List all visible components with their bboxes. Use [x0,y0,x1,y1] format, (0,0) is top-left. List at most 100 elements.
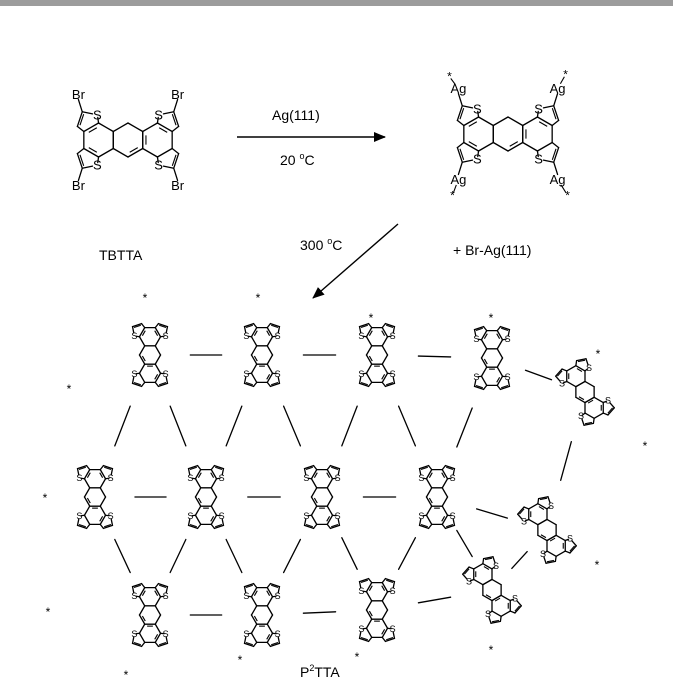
bond [523,506,530,510]
bond [584,368,589,372]
sulfur-atom: S [243,331,249,341]
bond [213,464,225,470]
bond [76,464,88,470]
bond [162,111,175,115]
bond [194,514,202,526]
bond [138,623,146,634]
bond [159,641,167,646]
bond [271,381,279,386]
bond [551,119,560,127]
bond [420,466,428,471]
bond [444,524,456,530]
bond [154,582,160,589]
sulfur-atom: S [76,473,82,483]
bond [425,487,433,498]
bond [477,150,480,158]
top-rule [0,0,673,6]
sulfur-atom: S [275,629,281,639]
reactant-name: TBTTA [99,247,143,263]
bond [159,584,167,589]
inter-unit-bond [225,538,243,574]
bond [483,333,488,339]
bond [77,98,83,113]
bond [138,614,146,625]
inter-unit-bond [341,405,358,447]
bond [475,327,483,332]
bond [546,539,548,552]
bond [381,577,387,584]
bond [131,325,135,334]
bond [360,324,368,329]
bond [79,114,85,126]
bond [76,147,85,155]
bond [480,348,488,359]
bond [459,108,465,120]
reaction-arrow-step2 [312,223,399,299]
bond [457,161,463,176]
bond [83,468,91,480]
bond [81,111,94,115]
bond [492,141,509,152]
radical-mark: * [565,188,570,202]
bond [313,497,318,504]
bond [156,122,173,133]
bond [210,468,218,480]
bond [381,354,389,365]
radical-mark: * [489,311,494,325]
sulfur-atom: S [163,369,169,379]
step2-temperature-label: 300 oC [300,236,342,253]
bond [266,374,271,380]
sulfur-atom: S [243,369,249,379]
bond [496,333,501,339]
bond [83,478,91,489]
bond [131,582,143,588]
bond [197,472,202,478]
bond [157,322,169,328]
bond [392,325,396,334]
bond [266,614,274,625]
sulfur-atom: S [473,152,482,167]
bond [99,478,107,489]
bond [131,636,135,645]
bond [575,365,586,372]
bond [575,359,578,367]
bond [428,497,433,504]
inter-unit-bond [397,405,417,447]
bond [482,325,488,332]
bond [266,586,274,598]
sulfur-atom: S [390,586,396,596]
bond [171,114,177,126]
bond [381,629,386,635]
bond [312,523,318,530]
bond [554,555,557,563]
sulfur-atom: S [548,501,554,511]
bond [509,610,516,614]
bond [441,514,449,526]
bond [326,523,332,530]
bond [326,468,334,480]
radical-mark: * [256,291,261,305]
sulfur-atom: S [505,334,511,344]
bond [446,466,454,471]
radical-mark: * [447,70,452,84]
bond [133,584,141,589]
sulfur-atom: S [567,534,573,544]
bond [545,560,557,564]
bond [154,596,162,607]
bond [485,594,492,599]
bond [86,472,91,478]
inter-unit-bond [225,405,243,447]
bond [537,518,548,526]
bond [197,497,202,504]
bond [507,379,511,388]
bond [266,372,274,384]
bond [83,147,100,158]
bond [194,478,202,489]
bond [266,322,272,329]
bond [584,380,595,388]
radical-mark: * [46,605,51,619]
inter-unit-bond [114,405,131,447]
bond [131,376,135,385]
